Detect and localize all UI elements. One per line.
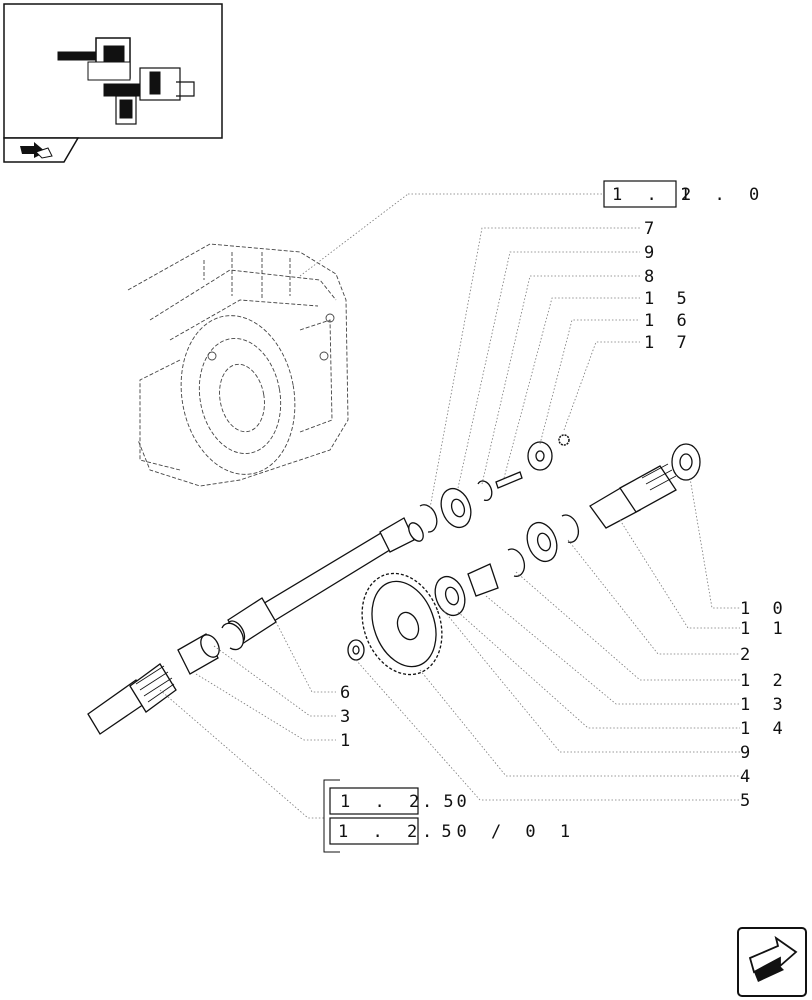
upper-bearings bbox=[419, 434, 570, 533]
callout-14: 1 4 bbox=[740, 719, 789, 739]
callout-12: 1 2 bbox=[740, 671, 789, 691]
assembly-thumbnail[interactable] bbox=[3, 3, 223, 163]
callouts-top: 7 9 8 1 5 1 6 1 7 bbox=[644, 219, 693, 353]
lower-bearings bbox=[434, 514, 580, 617]
callout-4: 4 bbox=[740, 767, 756, 787]
callout-2: 2 bbox=[740, 645, 756, 665]
callouts-left: 6 3 1 bbox=[340, 683, 356, 751]
gear bbox=[347, 572, 443, 676]
reference-bottom-a-rest: . 0 bbox=[422, 792, 474, 812]
callout-17: 1 7 bbox=[644, 333, 693, 353]
gearbox-housing bbox=[127, 243, 349, 487]
reference-bottom-a-boxed: 1 . 2 5 bbox=[340, 792, 461, 812]
input-shaft bbox=[87, 663, 177, 735]
main-shaft bbox=[226, 517, 424, 645]
reference-top-boxed: 1 . 2 bbox=[612, 185, 698, 205]
reference-bottom-b-boxed: 1 . 2 5 bbox=[338, 822, 459, 842]
callout-3: 3 bbox=[340, 707, 356, 727]
callout-7: 7 bbox=[644, 219, 660, 239]
callout-9b: 9 bbox=[740, 743, 756, 763]
callout-13: 1 3 bbox=[740, 695, 789, 715]
reference-bottom-b-rest: . 0 / 0 1 bbox=[422, 822, 577, 842]
callout-10: 1 0 bbox=[740, 599, 789, 619]
callout-8: 8 bbox=[644, 267, 660, 287]
coupling-sleeve bbox=[177, 622, 244, 675]
back-arrow-icon[interactable] bbox=[20, 142, 53, 159]
reference-top-rest: 1 . 0 bbox=[680, 185, 766, 205]
callout-1: 1 bbox=[340, 731, 356, 751]
next-page-arrow-icon[interactable] bbox=[737, 927, 807, 997]
callout-11: 1 1 bbox=[740, 619, 789, 639]
reference-top[interactable]: 1 . 2 1 . 0 bbox=[603, 180, 766, 208]
callout-6: 6 bbox=[340, 683, 356, 703]
reference-bottom[interactable]: 1 . 2 5 . 0 1 . 2 5 . 0 / 0 1 bbox=[323, 779, 577, 853]
callouts-bottom: 1 0 1 1 2 1 2 1 3 1 4 9 4 5 bbox=[740, 599, 789, 811]
output-shaft bbox=[589, 443, 701, 529]
callout-16: 1 6 bbox=[644, 311, 693, 331]
callout-9a: 9 bbox=[644, 243, 660, 263]
leader-lines bbox=[159, 193, 740, 819]
callout-5: 5 bbox=[740, 791, 756, 811]
callout-15: 1 5 bbox=[644, 289, 693, 309]
